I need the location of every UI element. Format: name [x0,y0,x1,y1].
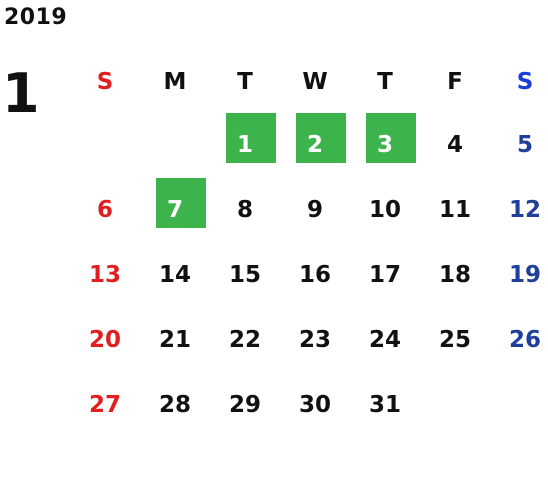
year-label: 2019 [4,5,68,30]
day-number: 14 [158,262,191,288]
weekday-saturday: S [516,69,534,95]
week-row: 6 7 8 9 10 11 12 [70,178,548,230]
weekday-friday: F [447,69,463,95]
day-cell[interactable]: 6 [70,190,140,230]
day-cell[interactable]: 7 [140,178,210,230]
day-cell[interactable]: 26 [490,320,548,360]
empty-day-cell [140,125,210,165]
day-number: 23 [298,327,331,353]
day-number: 26 [508,327,541,353]
week-row: 27 28 29 30 31 [70,385,548,425]
day-cell[interactable]: 9 [280,190,350,230]
day-cell[interactable]: 30 [280,385,350,425]
day-number: 8 [236,197,253,223]
weekday-tuesday: T [237,69,253,95]
day-cell[interactable]: 20 [70,320,140,360]
day-cell[interactable]: 28 [140,385,210,425]
day-number: 7 [166,197,183,223]
day-number: 22 [228,327,261,353]
day-cell[interactable]: 8 [210,190,280,230]
day-cell[interactable]: 29 [210,385,280,425]
day-number: 25 [438,327,471,353]
day-cell[interactable]: 13 [70,255,140,295]
highlight-marker [226,113,276,163]
day-number: 10 [368,197,401,223]
day-cell[interactable]: 5 [490,125,548,165]
day-cell[interactable]: 21 [140,320,210,360]
day-cell[interactable]: 3 [350,113,420,165]
day-number: 11 [438,197,471,223]
day-cell[interactable]: 17 [350,255,420,295]
day-cell[interactable]: 4 [420,125,490,165]
weekday-header-row: S M T W T F S [70,62,548,102]
week-row: 20 21 22 23 24 25 26 [70,320,548,360]
weekday-sunday: S [96,69,114,95]
day-cell[interactable]: 10 [350,190,420,230]
day-cell[interactable]: 19 [490,255,548,295]
day-number: 21 [158,327,191,353]
month-number: 1 [2,62,40,125]
day-number: 1 [236,132,253,158]
day-number: 17 [368,262,401,288]
highlight-marker [156,178,206,228]
day-cell[interactable]: 16 [280,255,350,295]
day-cell[interactable]: 27 [70,385,140,425]
day-number: 18 [438,262,471,288]
day-cell[interactable]: 15 [210,255,280,295]
week-row: 1 2 3 4 5 [70,113,548,165]
day-cell[interactable]: 12 [490,190,548,230]
day-cell[interactable]: 31 [350,385,420,425]
day-number: 9 [306,197,323,223]
weekday-wednesday: W [302,69,328,95]
day-cell[interactable]: 11 [420,190,490,230]
highlight-marker [296,113,346,163]
day-number: 27 [88,392,121,418]
day-number: 24 [368,327,401,353]
day-cell[interactable]: 2 [280,113,350,165]
day-number: 6 [96,197,113,223]
day-cell[interactable]: 18 [420,255,490,295]
weekday-monday: M [163,69,187,95]
day-cell[interactable]: 24 [350,320,420,360]
day-number: 12 [508,197,541,223]
day-number: 13 [88,262,121,288]
day-number: 5 [516,132,533,158]
day-number: 19 [508,262,541,288]
day-number: 3 [376,132,393,158]
day-number: 28 [158,392,191,418]
day-cell[interactable]: 1 [210,113,280,165]
week-row: 13 14 15 16 17 18 19 [70,255,548,295]
day-number: 15 [228,262,261,288]
empty-day-cell [490,385,548,425]
day-number: 29 [228,392,261,418]
day-number: 16 [298,262,331,288]
day-number: 2 [306,132,323,158]
day-cell[interactable]: 14 [140,255,210,295]
day-cell[interactable]: 25 [420,320,490,360]
day-number: 31 [368,392,401,418]
day-cell[interactable]: 23 [280,320,350,360]
day-cell[interactable]: 22 [210,320,280,360]
empty-day-cell [420,385,490,425]
highlight-marker [366,113,416,163]
empty-day-cell [70,125,140,165]
day-number: 30 [298,392,331,418]
day-number: 20 [88,327,121,353]
day-number: 4 [446,132,463,158]
weekday-thursday: T [377,69,393,95]
